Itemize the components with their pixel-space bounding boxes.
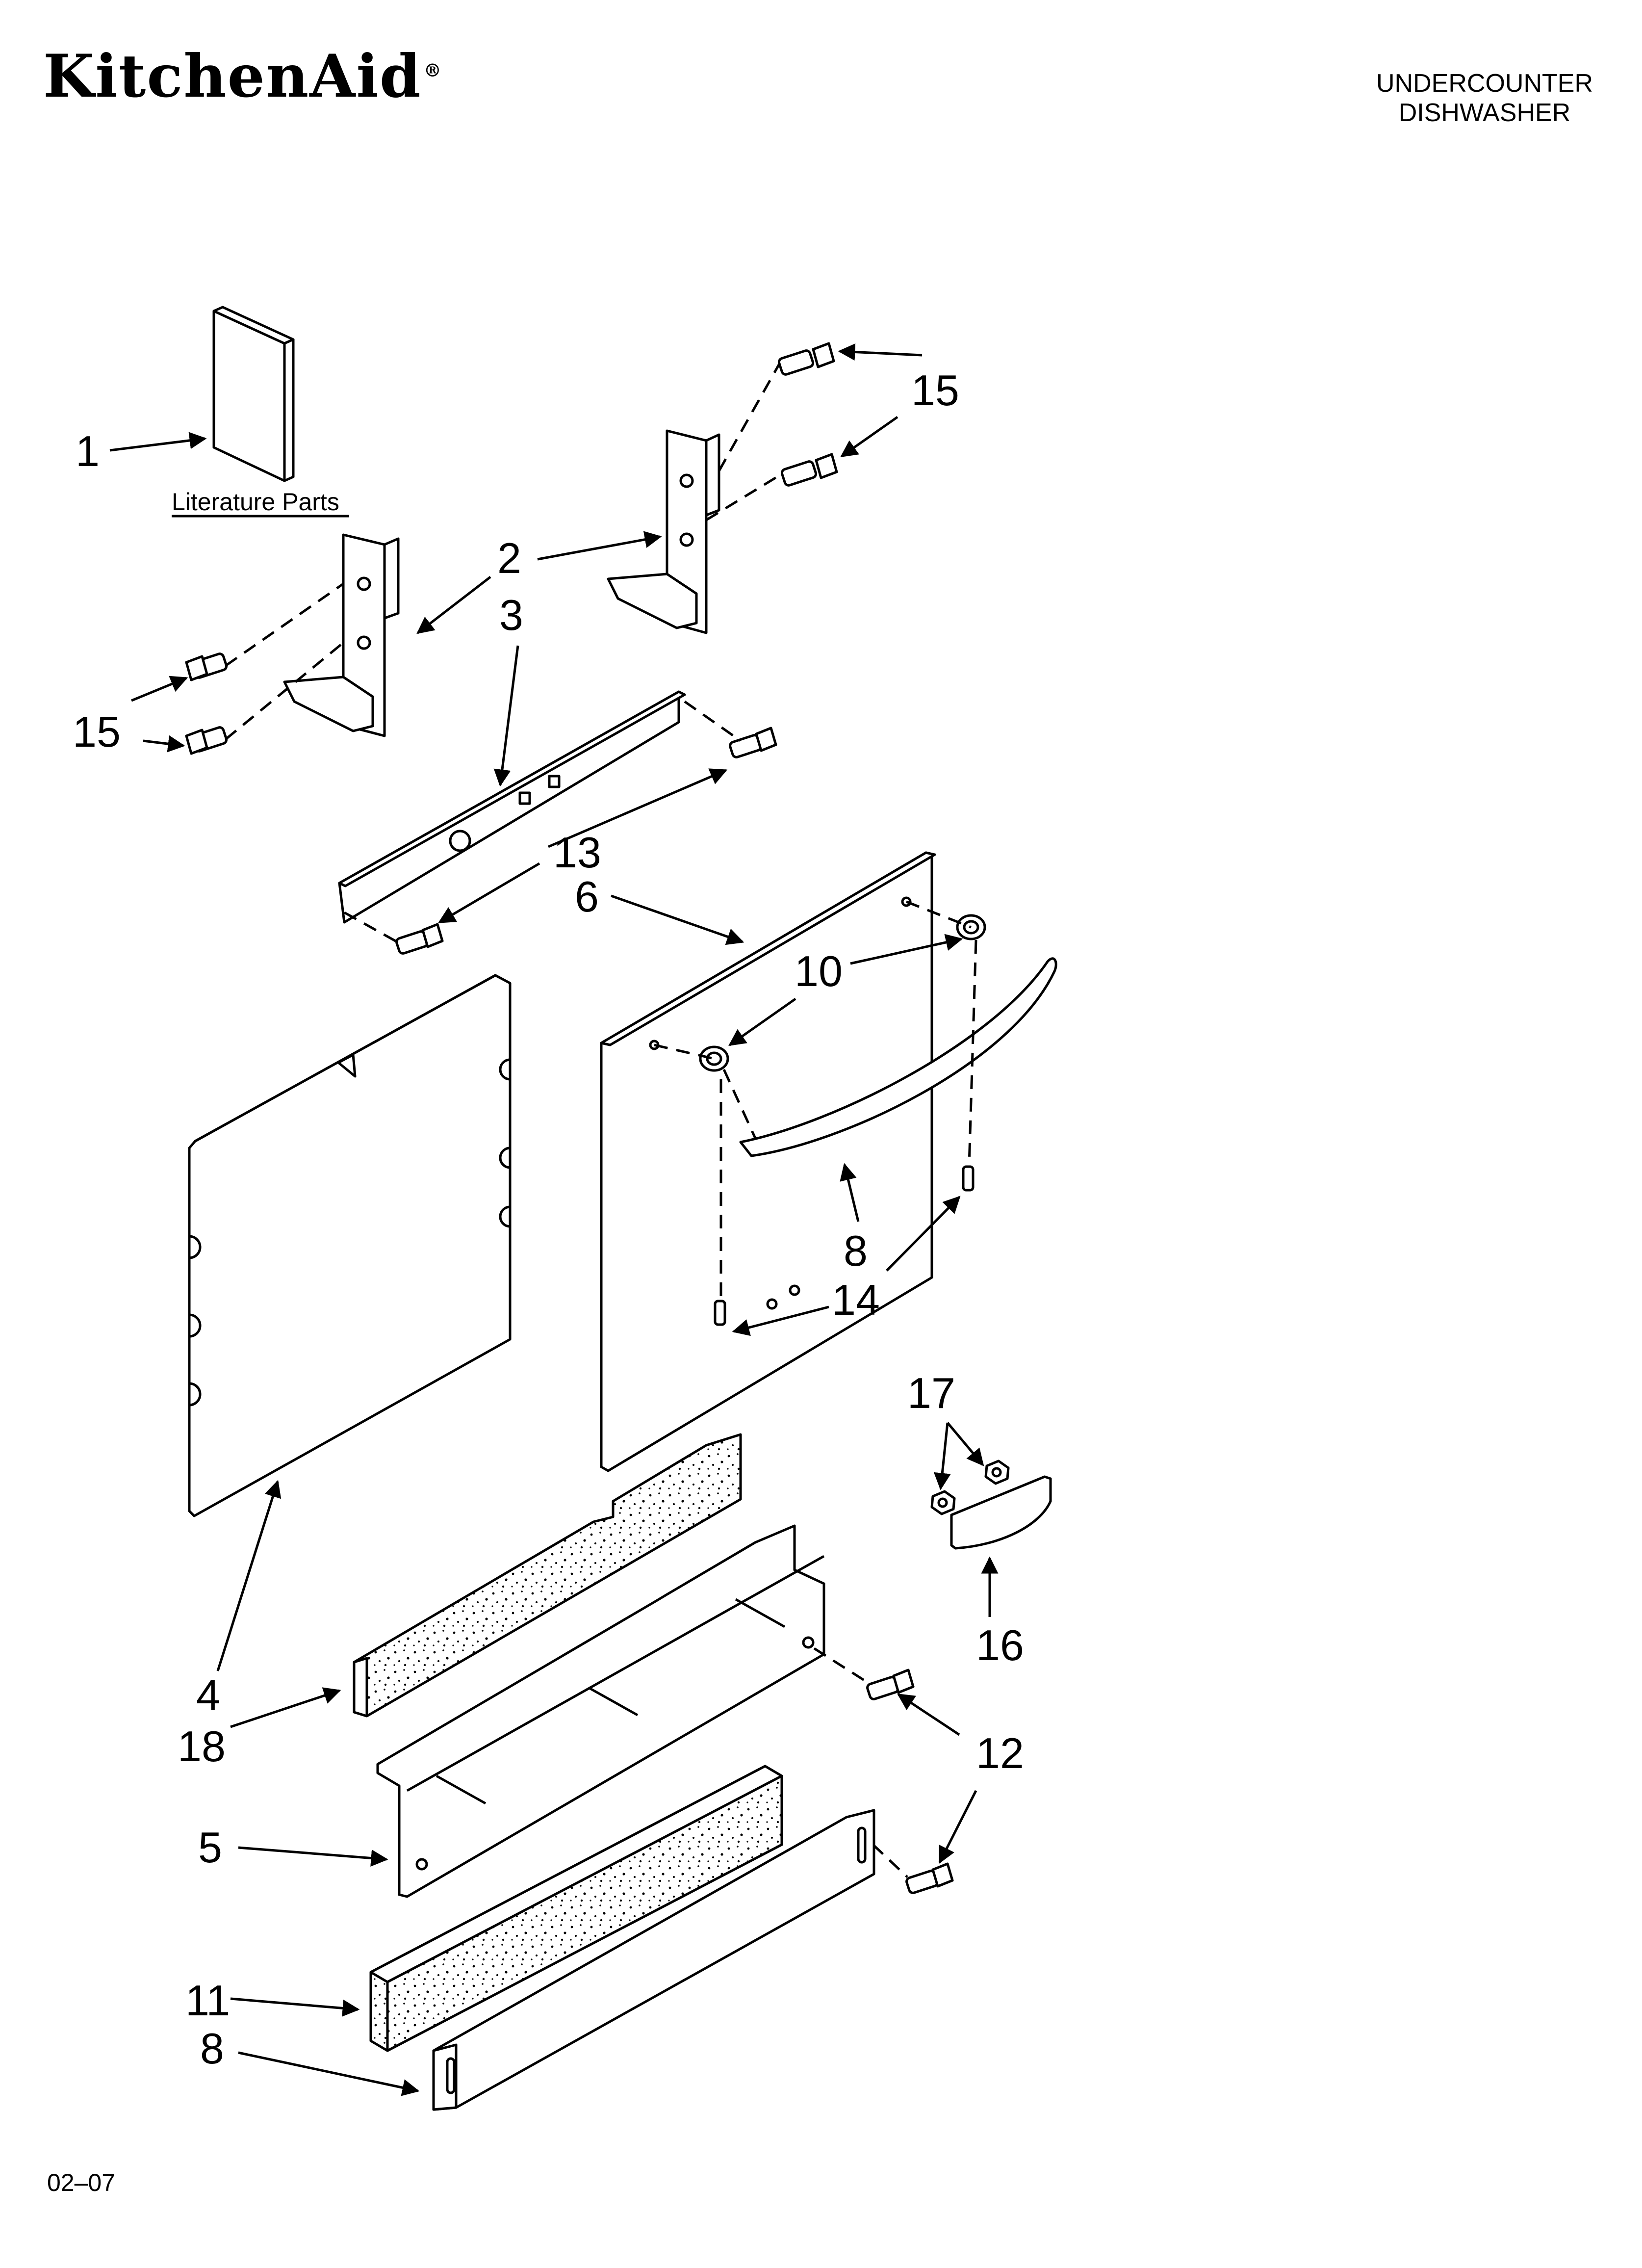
callout-14: 14 [832, 1276, 880, 1324]
leader-dash [654, 1043, 715, 1060]
screw-15-lower-left [185, 726, 228, 755]
brand-logo: KitchenAid® [43, 47, 442, 106]
screw-15-lower-right [780, 453, 838, 487]
callout-1: 1 [76, 427, 100, 475]
model-title-line2: DISHWASHER [1398, 99, 1571, 127]
inner-door-panel [188, 974, 512, 1517]
screw-15-upper-left [185, 652, 228, 681]
brand-registered-mark: ® [423, 60, 442, 81]
leader-dash [813, 1647, 869, 1684]
callout-18: 18 [178, 1722, 226, 1771]
toe-panel [376, 1524, 825, 1898]
nut-17-right [984, 1460, 1010, 1485]
callout-2: 2 [497, 534, 521, 582]
insulation-block-lower [369, 1765, 783, 2052]
leader-dash [225, 582, 344, 667]
callout-5: 5 [198, 1823, 222, 1872]
end-cap [950, 1475, 1052, 1550]
screw-15-upper-right [777, 342, 835, 376]
outer-door-panel [600, 851, 936, 1472]
callout-16: 16 [976, 1621, 1024, 1669]
callout-3: 3 [499, 591, 523, 639]
callout-4: 4 [196, 1671, 220, 1720]
leader-dash [343, 911, 398, 943]
callout-10: 10 [795, 947, 843, 995]
kick-plate [432, 1809, 875, 2111]
leader-dash [722, 1069, 757, 1139]
leader-dash [684, 700, 742, 742]
leader-arrows [109, 343, 999, 2096]
mounting-bracket-left [283, 533, 400, 737]
brand-name: KitchenAid [43, 42, 422, 111]
callout-17: 17 [907, 1369, 955, 1417]
callout-8-handle: 8 [844, 1226, 868, 1275]
callout-8-kickplate: 8 [200, 2024, 224, 2073]
callout-13: 13 [553, 828, 601, 877]
revision-code: 02–07 [47, 2169, 116, 2196]
callout-15-right: 15 [911, 366, 959, 415]
door-support-rail [338, 690, 686, 924]
literature-parts-label: Literature Parts [172, 488, 339, 516]
insulation-strip-upper [353, 1433, 742, 1718]
leader-dash [968, 939, 977, 1166]
leader-dash [718, 362, 781, 472]
leader-dash [906, 900, 972, 929]
screw-13-right [729, 727, 777, 758]
screw-12-upper [866, 1668, 915, 1700]
model-title: UNDERCOUNTER DISHWASHER [1376, 69, 1593, 128]
callout-12: 12 [976, 1729, 1024, 1777]
leader-dash [225, 642, 344, 740]
model-title-line1: UNDERCOUNTER [1376, 69, 1593, 98]
callout-15-left: 15 [73, 707, 121, 756]
screw-12-lower [905, 1862, 954, 1894]
callout-6: 6 [575, 872, 599, 921]
nut-17-left [930, 1490, 956, 1515]
leader-dash [872, 1844, 908, 1878]
screw-13-left [395, 923, 444, 955]
mounting-bracket-right [607, 429, 720, 634]
leader-dash [705, 472, 784, 521]
literature-booklet [212, 306, 295, 482]
callout-11: 11 [185, 1976, 230, 2025]
